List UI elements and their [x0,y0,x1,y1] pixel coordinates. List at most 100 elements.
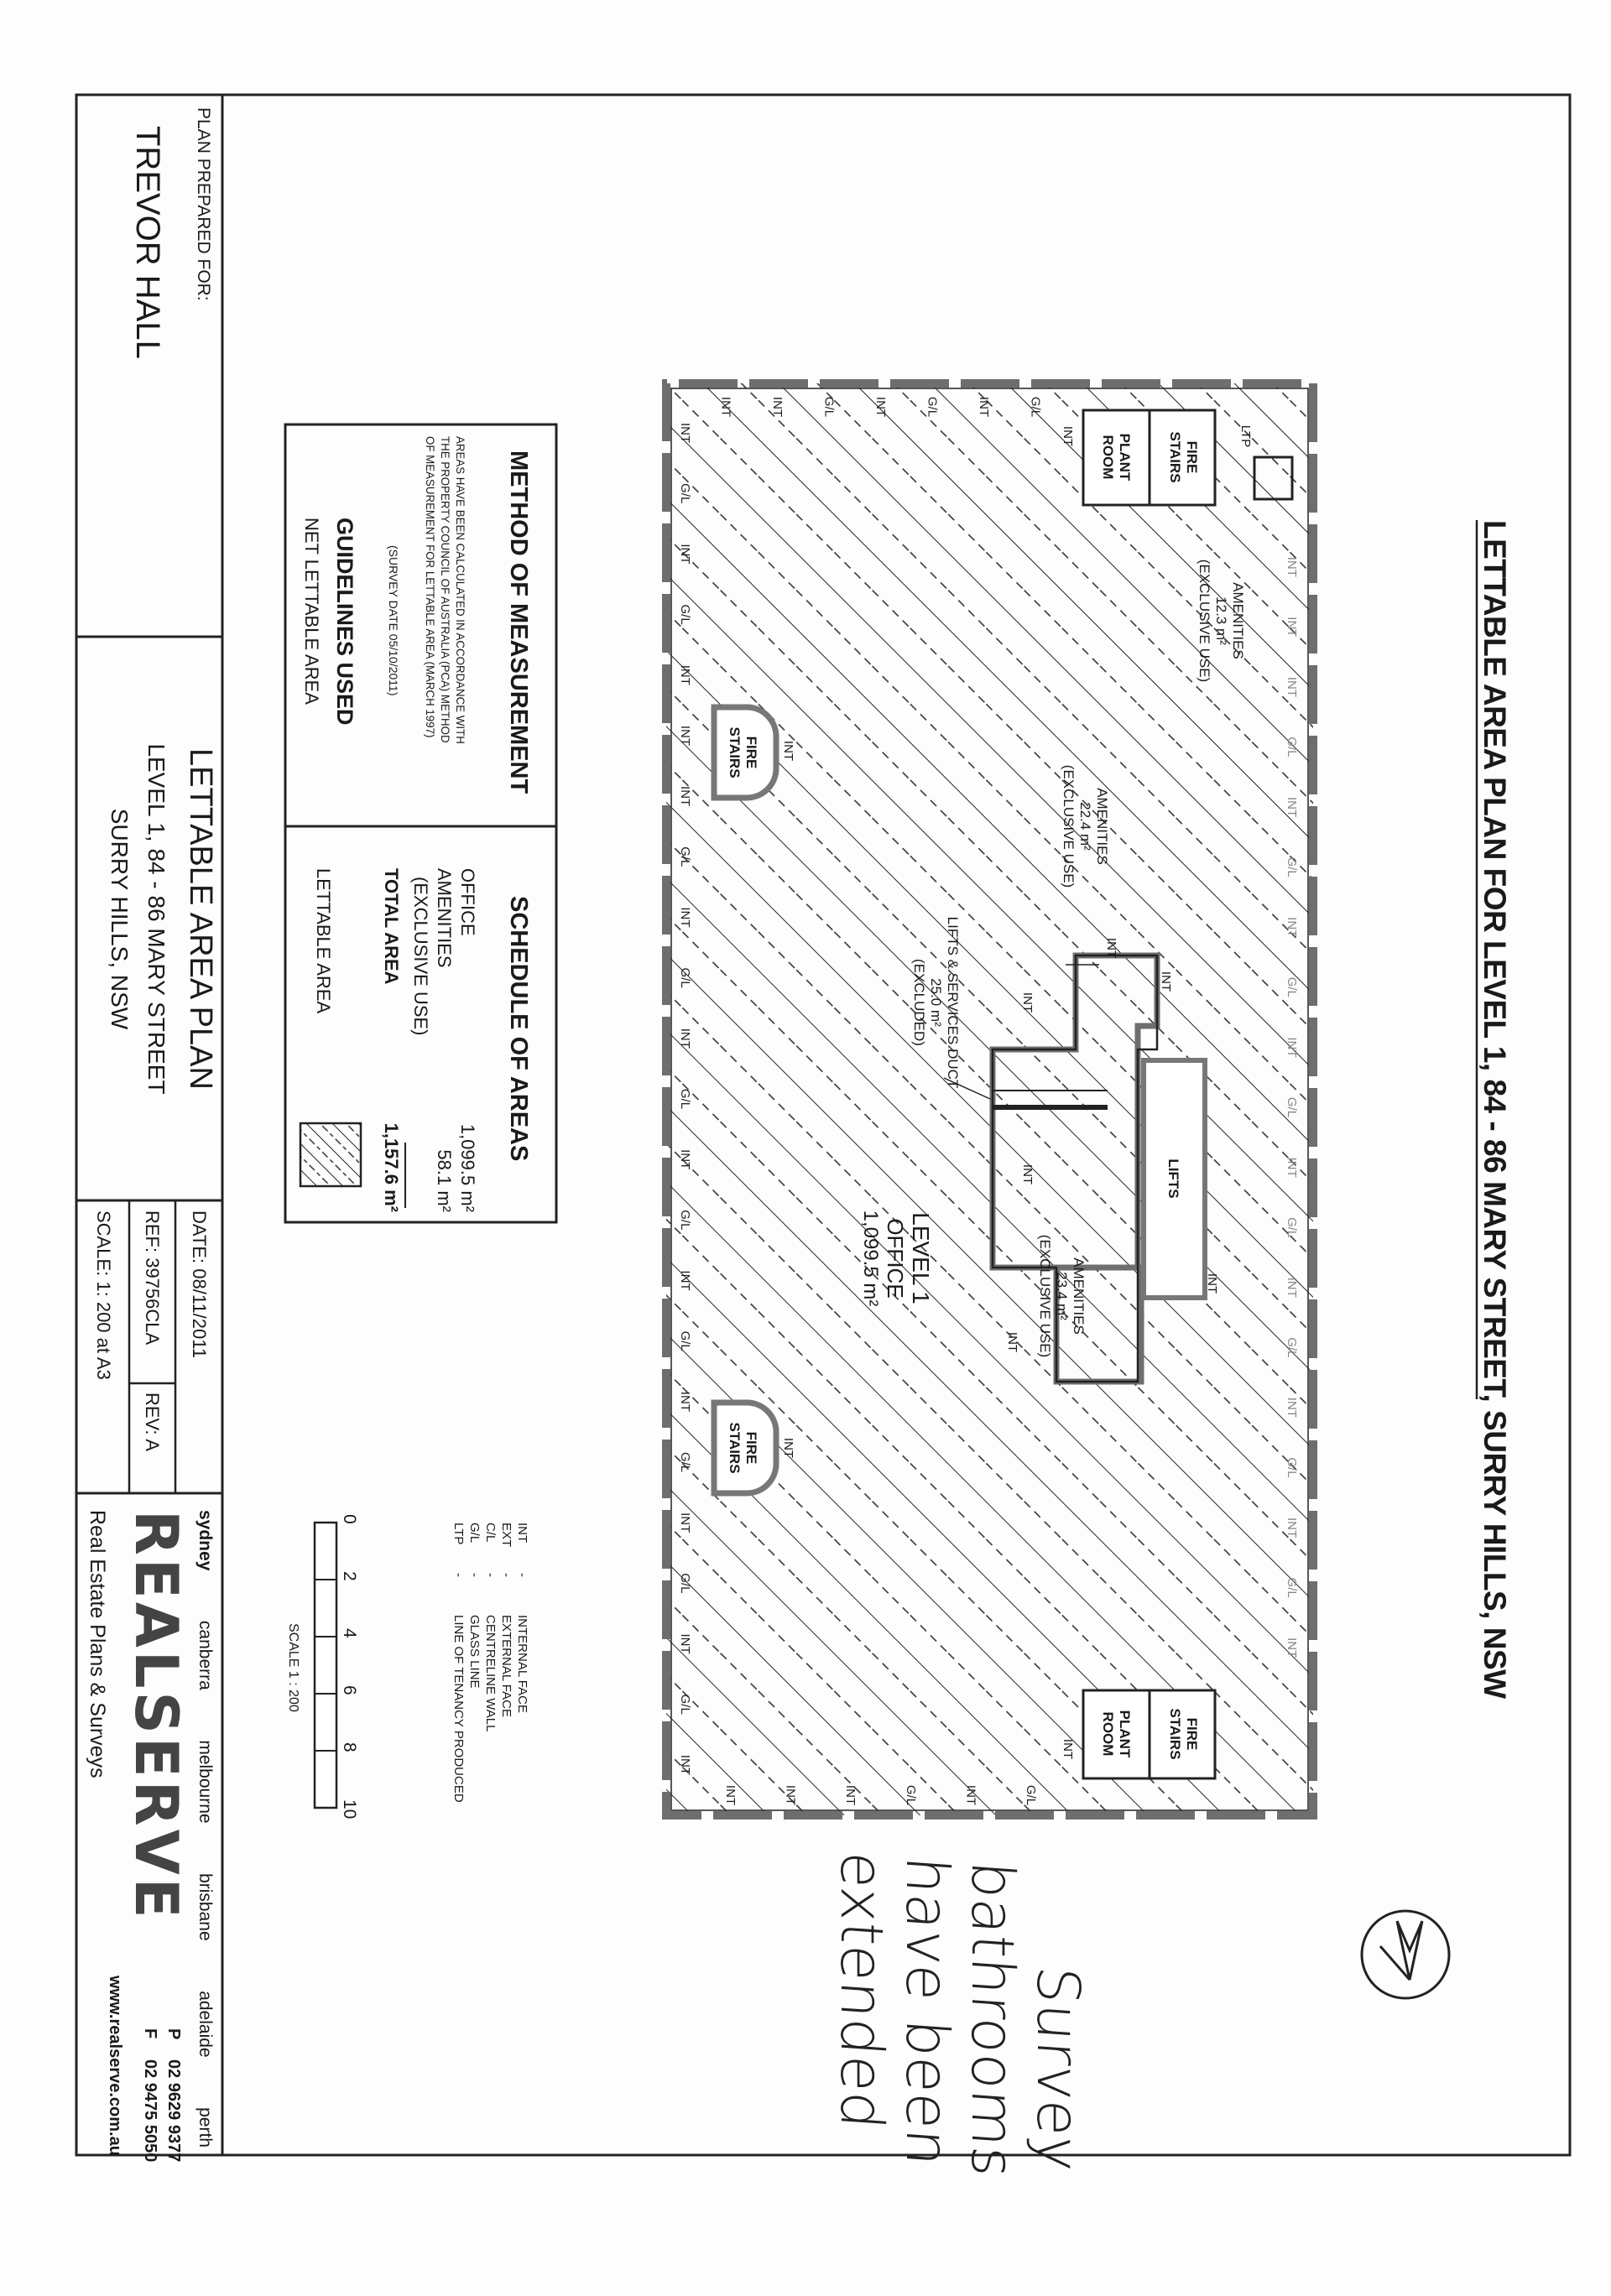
wall-label: INT [678,1392,692,1412]
area-note: (EXCLUSIVE USE) [1197,560,1212,682]
area-label-amenities-2: AMENITIES 22.4 m² (EXCLUSIVE USE) [1061,765,1110,888]
wall-label: G/L [678,968,692,988]
wall-label: G/L [1285,1217,1299,1237]
building-outline-inner [670,388,1309,1811]
wall-label: INT [678,1512,692,1533]
scale-bar [313,1521,338,1809]
area-note: (EXCLUSIVE USE) [1061,765,1077,888]
area-label-amenities-1: AMENITIES 12.3 m² (EXCLUSIVE USE) [1197,560,1246,682]
guidelines-value: NET LETTABLE AREA [301,518,322,705]
legend-code: INT [515,1523,529,1544]
plant-room-label: PLANT [1117,434,1133,482]
legend-description: INTERNAL FACE [515,1615,529,1713]
wall-label: INT [678,665,692,685]
fire-stairs-label: FIRE [1184,1718,1200,1751]
wall-label: INT [843,1785,858,1805]
scale-bar-label: SCALE 1 : 200 [286,1623,300,1712]
wall-label: INT [678,726,692,746]
wall-label: INT [678,1149,692,1169]
legend-row: C/L-CENTRELINE WALL [482,1523,498,1803]
wall-label: G/L [1285,737,1299,757]
guidelines-heading: GUIDELINES USED [332,518,357,726]
wall-label: G/L [678,846,692,867]
website-link[interactable]: www.realserve.com.au [106,1976,124,2156]
legend-separator: - [467,1573,482,1577]
wall-label: G/L [678,1695,692,1715]
wall-label: INT [781,741,795,761]
wall-label: G/L [1285,1337,1299,1357]
legend-description: CENTRELINE WALL [483,1615,498,1732]
method-description: AREAS HAVE BEEN CALCULATED IN ACCORDANCE… [423,436,468,744]
city-name: brisbane [196,1873,215,1941]
lettable-area-swatch [299,1122,362,1188]
wall-label: G/L [925,397,939,417]
fax-number: 02 9475 5050 [141,2059,159,2163]
wall-label: INT [678,423,692,443]
wall-label: G/L [678,1452,692,1472]
wall-label: INT [977,397,991,417]
wall-label: INT [678,786,692,806]
legend-code: EXT [499,1523,514,1548]
area-note: (EXCLUDED) [911,959,927,1046]
building-outline [662,379,1317,1820]
ltp-label: LTP [1238,425,1253,447]
wall-label: INT [719,397,733,417]
wall-label: G/L [822,397,837,417]
wall-label: G/L [1028,397,1042,417]
handwritten-line: bathrooms [958,1858,1027,2180]
method-line: AREAS HAVE BEEN CALCULATED IN ACCORDANCE… [454,436,467,744]
legend-description: GLASS LINE [467,1615,482,1689]
wall-label: INT [1285,1037,1299,1057]
scale-tick-label: 10 [340,1799,359,1820]
area-name: AMENITIES [1094,788,1110,865]
wall-label: INT [781,1438,795,1458]
legend-code: LTP [451,1523,466,1545]
company-tagline: Real Estate Plans & Surveys [86,1510,109,1778]
legend-separator: - [483,1573,498,1577]
wall-label: G/L [1285,1457,1299,1477]
schedule-value-total: 1,157.6 m² [381,1122,402,1212]
scale-tick-label: 2 [340,1571,359,1581]
duct-leader [943,1077,991,1100]
lifts-label: LIFTS [1165,1158,1181,1198]
wall-label: G/L [1285,1097,1299,1117]
handwritten-line: Survey [1024,1964,1092,2174]
wall-label: G/L [1285,857,1299,877]
fire-stairs-label: STAIRS [727,1422,743,1473]
handwritten-note: Survey bathrooms have been extended [827,1849,1092,2184]
method-line: OF MEASUREMENT FOR LETTABLE AREA (MARCH … [424,436,437,738]
wall-label: INT [1020,1164,1035,1184]
area-name: AMENITIES [1230,582,1246,659]
fire-stairs-label: FIRE [1184,441,1200,474]
scale-tick-label: 8 [340,1742,359,1752]
legend-description: LINE OF TENANCY PRODUCED [451,1615,466,1803]
north-arrow-icon [1360,1909,1451,2000]
wall-label: INT [784,1785,798,1805]
area-value: 22.4 m² [1077,802,1093,851]
wall-label: INT [1005,1332,1019,1352]
plan-title: LETTABLE AREA PLAN [183,748,218,1090]
wall-label: INT [1159,971,1173,992]
wall-label: INT [770,397,785,417]
city-name: canberra [196,1620,215,1690]
wall-label: G/L [1285,1578,1299,1598]
area-label-amenities-3: AMENITIES 23.4 m² (EXCLUSIVE USE) [1037,1235,1087,1357]
schedule-value-office: 1,099.5 m² [457,1123,478,1212]
schedule-label-amenities: AMENITIES [434,868,455,968]
wall-label: INT [1285,1398,1299,1418]
wall-label: INT [1020,992,1035,1013]
wall-label: G/L [904,1785,918,1805]
city-name: sydney [196,1510,215,1571]
plant-room-label: ROOM [1100,435,1116,480]
wall-label: INT [678,544,692,564]
wall-label: G/L [678,483,692,503]
handwritten-line: extended [827,1849,896,2132]
services-core [991,954,1159,1383]
fax-label: F [141,2028,159,2039]
wall-label: G/L [678,605,692,625]
legend-description: EXTERNAL FACE [499,1615,514,1717]
level-label: LEVEL 1 [908,1212,934,1304]
